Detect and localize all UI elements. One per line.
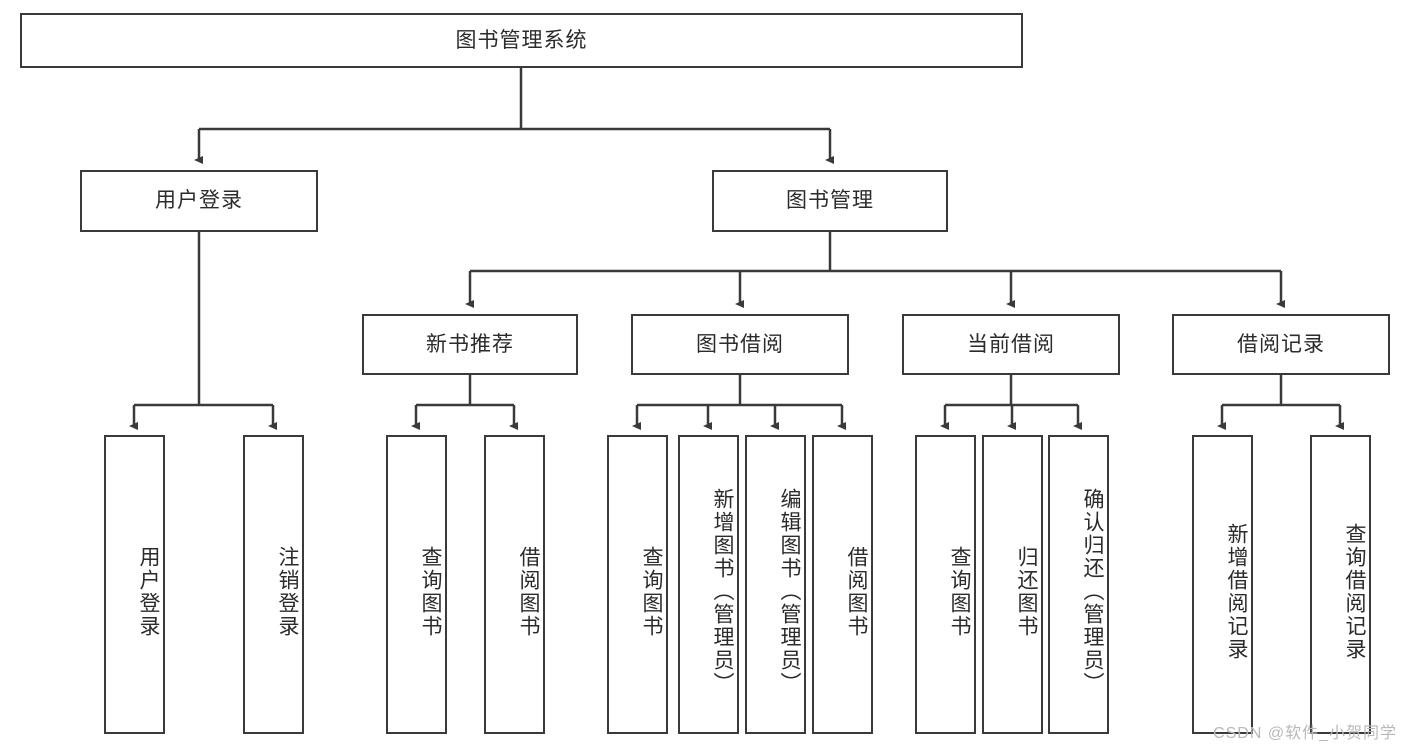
node-root[interactable]: 图书管理系统 — [20, 13, 1023, 68]
node-leaf-query-borrow-record-label: 查询借阅记录 — [1343, 522, 1366, 661]
node-leaf-user-login-label: 用户登录 — [137, 545, 160, 638]
node-leaf-borrow-book-rec[interactable]: 借阅图书 — [484, 435, 545, 734]
node-book-borrow-label: 图书借阅 — [696, 332, 784, 356]
node-leaf-return-book[interactable]: 归还图书 — [982, 435, 1043, 734]
node-new-book-rec[interactable]: 新书推荐 — [362, 314, 578, 375]
node-user-login-label: 用户登录 — [155, 189, 243, 213]
node-leaf-add-borrow-record-label: 新增借阅记录 — [1225, 522, 1248, 661]
node-book-manage-label: 图书管理 — [786, 189, 874, 213]
node-user-login[interactable]: 用户登录 — [80, 170, 318, 232]
node-leaf-query-book-rec[interactable]: 查询图书 — [386, 435, 447, 734]
node-current-borrow-label: 当前借阅 — [967, 332, 1055, 356]
node-leaf-borrow-book-rec-label: 借阅图书 — [517, 545, 540, 638]
node-leaf-add-borrow-record[interactable]: 新增借阅记录 — [1192, 435, 1253, 734]
node-borrow-record-label: 借阅记录 — [1237, 332, 1325, 356]
node-leaf-user-logout[interactable]: 注销登录 — [243, 435, 304, 734]
node-leaf-user-login[interactable]: 用户登录 — [104, 435, 165, 734]
node-current-borrow[interactable]: 当前借阅 — [902, 314, 1120, 375]
node-leaf-user-logout-label: 注销登录 — [276, 545, 299, 638]
node-leaf-borrow-book[interactable]: 借阅图书 — [812, 435, 873, 734]
node-book-borrow[interactable]: 图书借阅 — [631, 314, 849, 375]
node-leaf-query-book-cur[interactable]: 查询图书 — [915, 435, 976, 734]
node-root-label: 图书管理系统 — [455, 28, 588, 52]
node-leaf-query-book-borrow[interactable]: 查询图书 — [607, 435, 668, 734]
node-book-manage[interactable]: 图书管理 — [712, 170, 948, 232]
node-new-book-rec-label: 新书推荐 — [426, 332, 514, 356]
node-leaf-add-book[interactable]: 新增图书（管理员） — [678, 435, 739, 734]
node-leaf-query-borrow-record[interactable]: 查询借阅记录 — [1310, 435, 1371, 734]
node-leaf-borrow-book-label: 借阅图书 — [845, 545, 868, 638]
watermark: CSDN @软件_小贺同学 — [1213, 725, 1397, 742]
node-leaf-query-book-borrow-label: 查询图书 — [640, 545, 663, 638]
node-borrow-record[interactable]: 借阅记录 — [1172, 314, 1390, 375]
node-leaf-add-book-label: 新增图书（管理员） — [711, 488, 734, 695]
node-leaf-return-book-label: 归还图书 — [1015, 545, 1038, 638]
node-leaf-edit-book[interactable]: 编辑图书（管理员） — [745, 435, 806, 734]
node-leaf-query-book-cur-label: 查询图书 — [948, 545, 971, 638]
node-leaf-confirm-return[interactable]: 确认归还（管理员） — [1048, 435, 1109, 734]
node-leaf-edit-book-label: 编辑图书（管理员） — [778, 488, 801, 695]
node-leaf-query-book-rec-label: 查询图书 — [419, 545, 442, 638]
node-leaf-confirm-return-label: 确认归还（管理员） — [1081, 488, 1104, 695]
